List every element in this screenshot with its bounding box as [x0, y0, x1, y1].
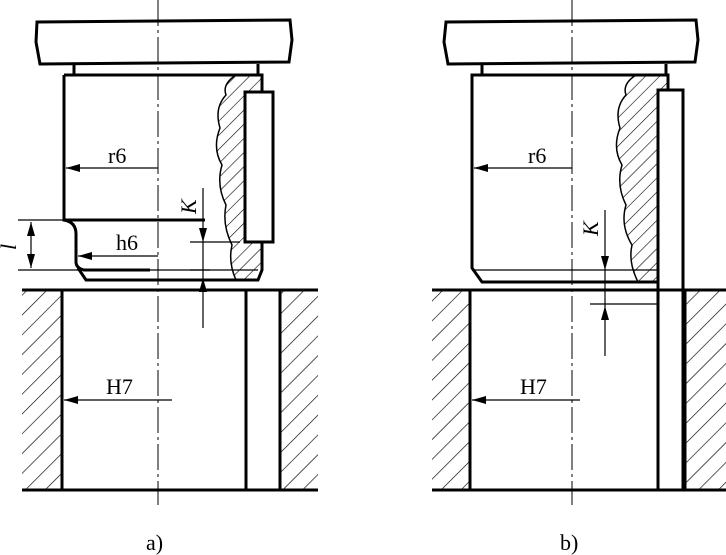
base-hatch-right-a	[280, 290, 318, 490]
arrowhead-h7-b	[472, 396, 486, 404]
label-r6-b: r6	[528, 143, 546, 168]
base-hatch-left-b	[432, 290, 470, 490]
arrowhead-h6-a	[78, 252, 92, 260]
figure-a: r6 h6 H7 K l a)	[0, 0, 318, 555]
figure-b: r6 H7 K b)	[432, 0, 726, 555]
label-k-a: K	[176, 198, 201, 215]
label-l-a: l	[0, 244, 21, 250]
caption-a: a)	[146, 530, 163, 555]
label-r6-a: r6	[108, 143, 126, 168]
press-plate-b	[442, 18, 700, 66]
k-arrow-up-b	[601, 306, 609, 320]
l-arrow-down-a	[27, 254, 35, 268]
label-h7-a: H7	[106, 374, 133, 399]
caption-b: b)	[560, 530, 578, 555]
label-h7-b: H7	[520, 374, 547, 399]
label-h6-a: h6	[116, 230, 138, 255]
k-arrow-up-a	[199, 278, 207, 292]
arrowhead-h7-a	[64, 396, 78, 404]
section-hatch-b	[615, 74, 669, 283]
arrowhead-r6-b	[474, 164, 488, 172]
label-k-b: K	[578, 220, 603, 237]
plate-neck-a	[72, 64, 260, 75]
arrowhead-r6-a	[66, 164, 80, 172]
plate-neck-b	[480, 64, 668, 75]
base-hatch-right-b	[685, 290, 726, 490]
k-arrow-down-a	[199, 228, 207, 242]
k-arrow-down-b	[601, 256, 609, 270]
key-insert-a	[243, 90, 275, 244]
base-hatch-left-a	[22, 290, 62, 490]
shaft-guide-a	[63, 218, 150, 272]
l-arrow-up-a	[27, 222, 35, 236]
press-plate-a	[34, 18, 294, 66]
